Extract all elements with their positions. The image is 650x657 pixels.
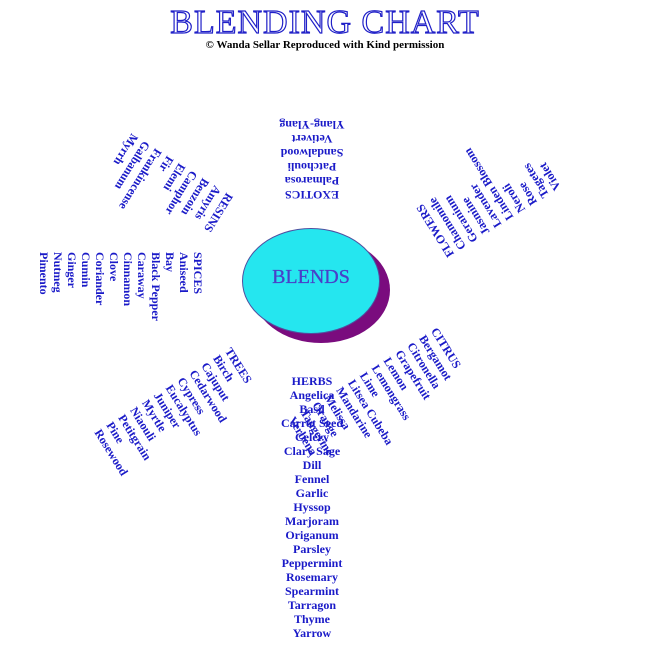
- herbs-item: Clary Sage: [283, 444, 341, 458]
- spices-item: Black Pepper: [149, 252, 163, 321]
- chart-title: BLENDING CHART: [170, 3, 480, 41]
- spices-item: Clove: [107, 252, 121, 282]
- spices-item: Caraway: [135, 252, 149, 299]
- spices-item: Cinnamon: [121, 252, 135, 307]
- spices-item: Pimento: [37, 252, 51, 295]
- herbs-item: Celery: [295, 430, 329, 444]
- herbs-item: Hyssop: [293, 500, 331, 514]
- spices-item: Ginger: [65, 252, 79, 288]
- herbs-item: Garlic: [295, 486, 329, 500]
- herbs-item: Angelica: [289, 388, 335, 402]
- exotics-header: EXOTICS: [284, 188, 340, 202]
- spices-item: Bay: [163, 252, 177, 273]
- herbs-item: Basil: [299, 402, 325, 416]
- herbs-item: Peppermint: [281, 556, 343, 570]
- herbs-item: Tarragon: [287, 598, 337, 612]
- spices-item: Aniseed: [177, 252, 191, 293]
- spices-header: SPICES: [191, 252, 205, 295]
- herbs-item: Rosemary: [286, 570, 338, 584]
- blends-label: BLENDS: [272, 266, 350, 288]
- herbs-item: Origanum: [285, 528, 339, 542]
- exotics-item: Ylang-Ylang: [279, 118, 345, 132]
- herbs-item: Carrot Seed: [280, 416, 344, 430]
- exotics-item: Sandalwood: [280, 146, 344, 160]
- exotics-item: Patchouli: [287, 160, 337, 174]
- herbs-item: Spearmint: [285, 584, 339, 598]
- spices-item: Coriander: [93, 252, 107, 306]
- herbs-item: Parsley: [293, 542, 331, 556]
- spices-item: Nutmeg: [51, 252, 65, 293]
- herbs-item: Thyme: [294, 612, 330, 626]
- herbs-item: Marjoram: [285, 514, 339, 528]
- herbs-item: Dill: [302, 458, 322, 472]
- herbs-header: HERBS: [291, 374, 333, 388]
- exotics-item: Palmarosa: [284, 174, 340, 188]
- spices-item: Cumin: [79, 252, 93, 288]
- exotics-item: Vetivert: [291, 132, 333, 146]
- credit-line: © Wanda Sellar Reproduced with Kind perm…: [205, 39, 445, 51]
- blends-ellipse: [242, 228, 380, 334]
- herbs-item: Fennel: [294, 472, 330, 486]
- herbs-item: Yarrow: [292, 626, 332, 640]
